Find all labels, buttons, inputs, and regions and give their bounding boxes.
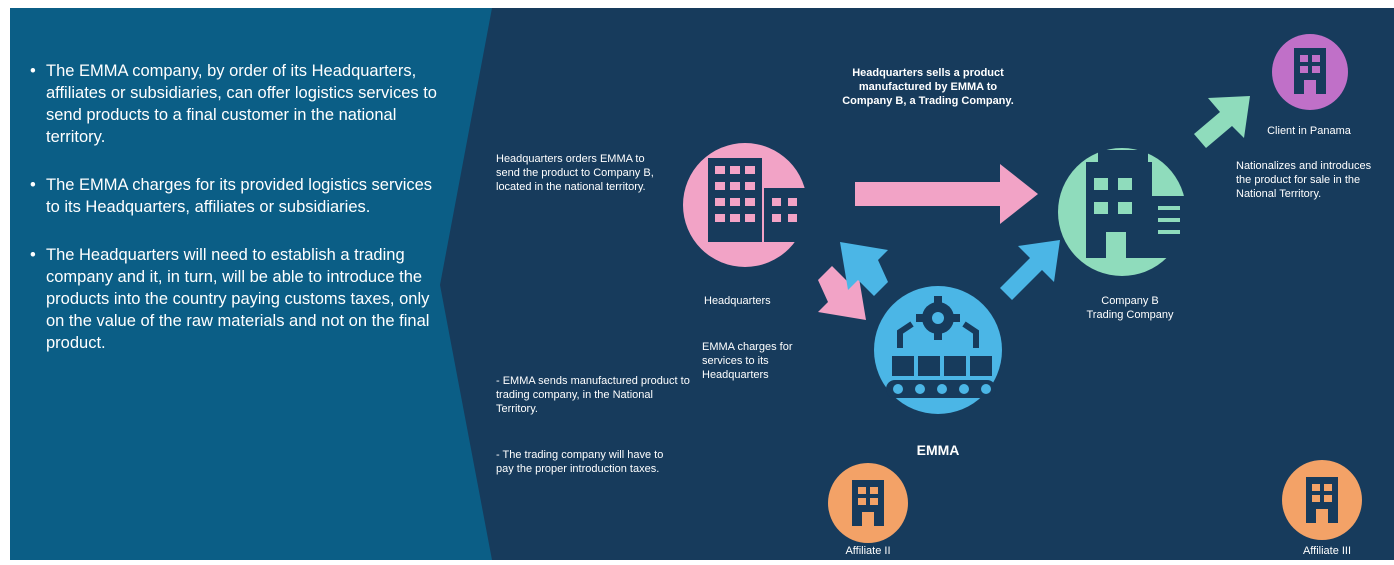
client-building-icon: [1294, 48, 1326, 94]
bullet-item: The EMMA company, by order of its Headqu…: [30, 60, 445, 148]
affiliate-building-icon: [1306, 477, 1338, 523]
left-bullet-list: The EMMA company, by order of its Headqu…: [30, 60, 445, 380]
headquarters-label: Headquarters: [704, 295, 771, 307]
headquarters-node: [683, 143, 808, 267]
ship-arrow-icon: [1000, 240, 1060, 300]
emma-sends-text: - EMMA sends manufactured product to tra…: [496, 375, 690, 415]
hq-orders-text: Headquarters orders EMMA to send the pro…: [496, 153, 654, 193]
sell-arrow-icon: [855, 164, 1038, 224]
company-b-label: Company B Trading Company: [1086, 295, 1174, 321]
emma-node: [874, 286, 1002, 414]
affiliate-ii-node: [828, 463, 908, 543]
company-b-node: [1058, 148, 1186, 276]
production-line-icon: [886, 296, 996, 398]
bullet-item: The Headquarters will need to establish …: [30, 244, 445, 354]
hq-sells-text: Headquarters sells a product manufacture…: [842, 67, 1014, 107]
client-node: [1272, 34, 1348, 110]
affiliate-iii-label: Affiliate III: [1302, 545, 1352, 557]
bullet-item: The EMMA charges for its provided logist…: [30, 174, 445, 218]
nationalizes-text: Nationalizes and introduces the product …: [1236, 160, 1372, 200]
charge-arrow-icon: [840, 242, 888, 296]
emma-charges-text: EMMA charges for services to its Headqua…: [702, 341, 793, 381]
affiliate-ii-label: Affiliate II: [845, 545, 891, 557]
client-arrow-icon: [1194, 96, 1250, 148]
client-label: Client in Panama: [1267, 125, 1351, 137]
trading-pays-text: - The trading company will have to pay t…: [496, 449, 664, 475]
emma-label: EMMA: [916, 442, 960, 458]
affiliate-building-icon: [852, 480, 884, 526]
affiliate-iii-node: [1282, 460, 1362, 540]
